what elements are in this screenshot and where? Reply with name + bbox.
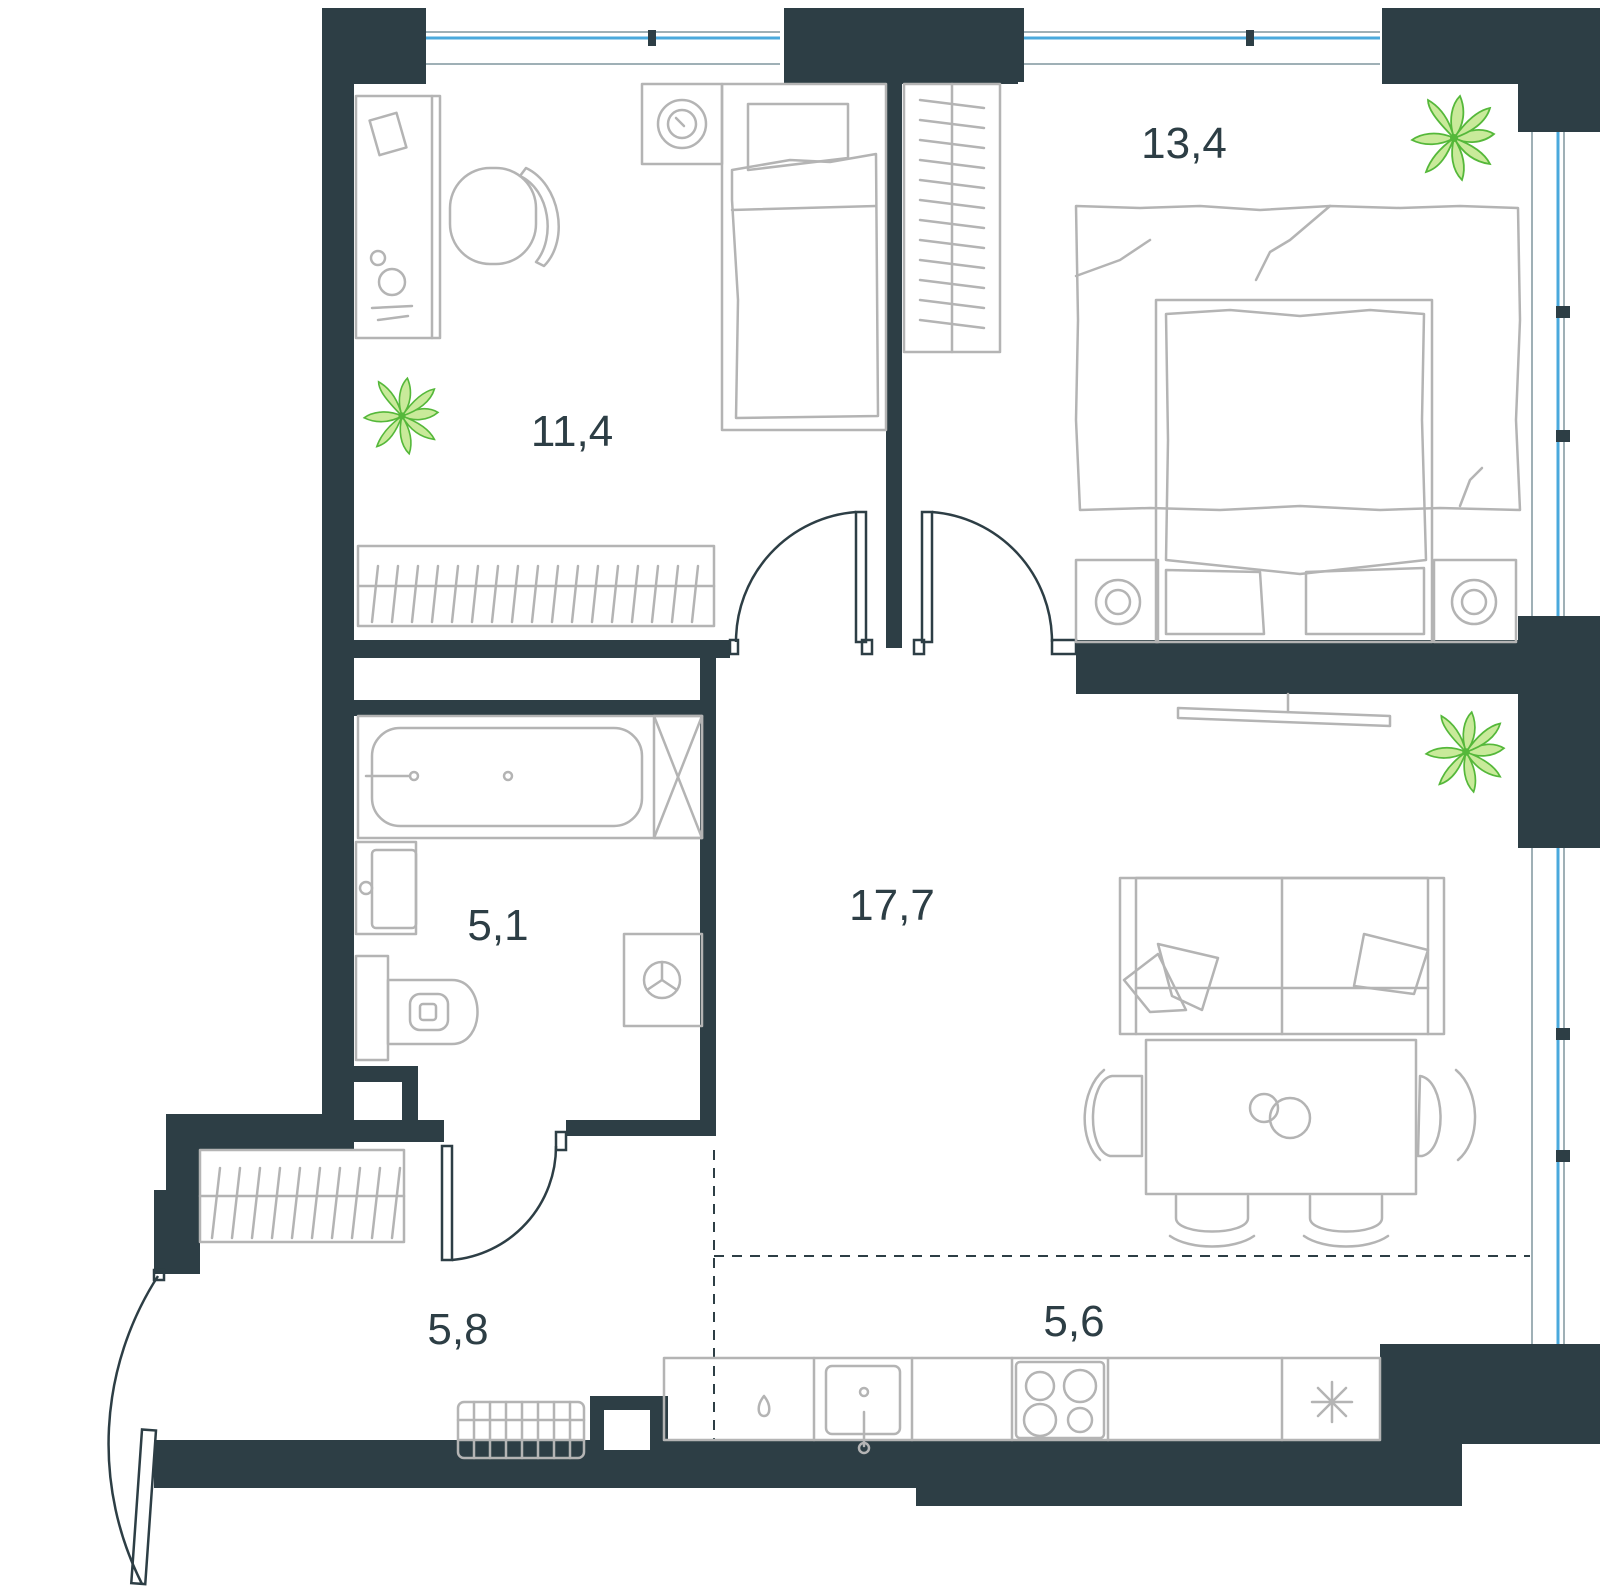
wardrobe-icon <box>902 82 1002 354</box>
window-top-left <box>420 30 780 65</box>
plant-icon <box>1411 95 1495 181</box>
bathtub-icon <box>356 714 704 840</box>
plant-icon <box>363 377 439 455</box>
washing-machine-icon <box>622 932 704 1028</box>
wardrobe-icon <box>356 544 716 628</box>
bed-icon <box>640 82 888 432</box>
radiator-icon <box>456 1400 586 1460</box>
room-area-hallway: 5,8 <box>427 1305 488 1354</box>
room-area-bathroom: 5,1 <box>467 901 528 950</box>
window-top-right <box>1010 30 1380 65</box>
wardrobe-icon <box>198 1148 406 1244</box>
sofa-icon <box>1118 876 1446 1036</box>
dining-table-icon <box>1083 1038 1477 1248</box>
kitchen-sink-icon <box>824 1364 902 1455</box>
bed-icon <box>1074 204 1522 644</box>
toilet-icon <box>354 954 479 1062</box>
chair-icon <box>448 166 560 268</box>
room-area-bedroom-small: 11,4 <box>531 407 613 456</box>
desk-icon <box>354 94 442 340</box>
zone-boundary <box>713 1150 1530 1440</box>
tv-icon <box>1176 692 1392 728</box>
window-right-lower <box>1531 846 1570 1344</box>
door-icon <box>107 510 1078 1586</box>
plant-icon <box>1425 711 1505 793</box>
stove-icon <box>1014 1360 1106 1440</box>
walls <box>154 8 1600 1506</box>
fridge-icon <box>1310 1380 1354 1424</box>
room-area-kitchen: 5,6 <box>1043 1297 1104 1346</box>
window-right-upper <box>1531 125 1570 620</box>
kitchen-counter <box>662 1356 1382 1442</box>
sink-icon <box>354 840 418 936</box>
room-area-bedroom-master: 13,4 <box>1141 119 1227 168</box>
room-area-living-room: 17,7 <box>849 881 935 930</box>
